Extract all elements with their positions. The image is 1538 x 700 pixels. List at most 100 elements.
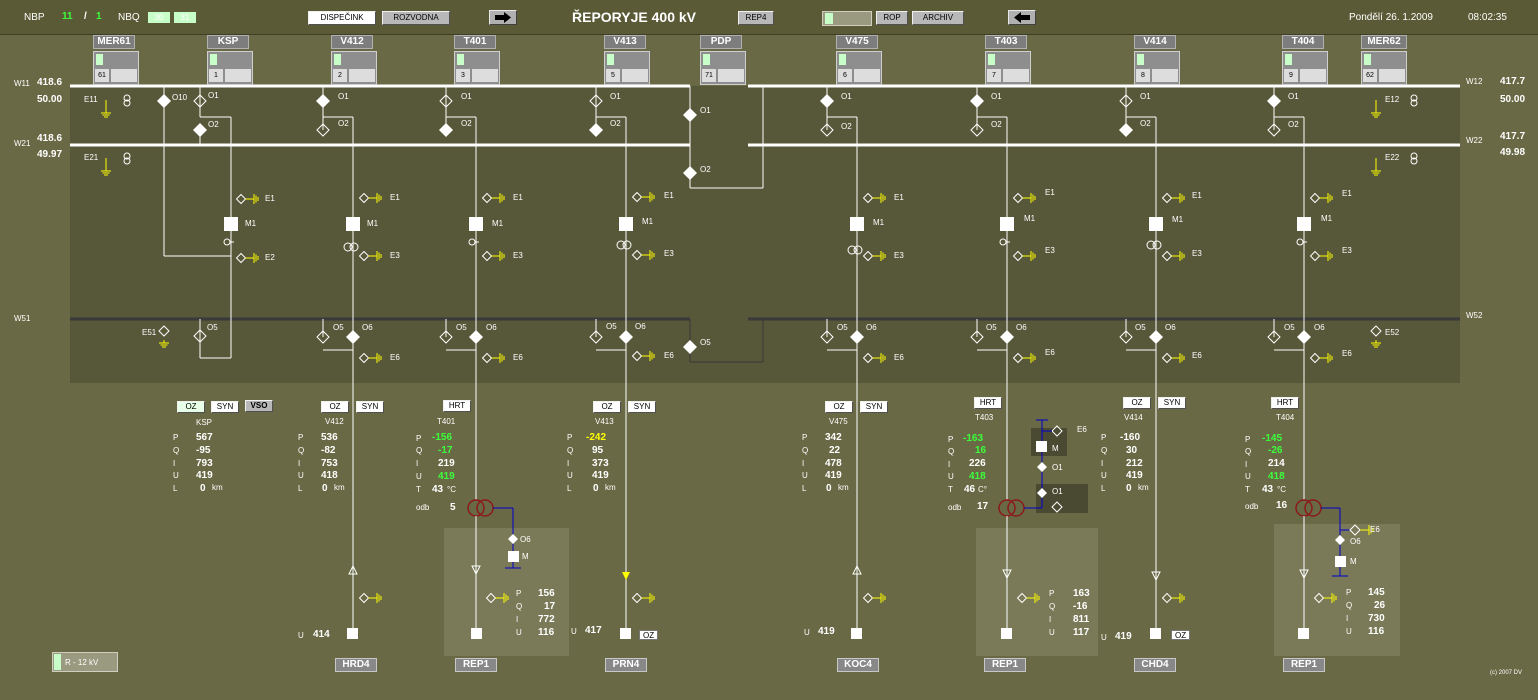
chd4-oz-tag[interactable]: OZ: [1171, 630, 1191, 640]
letter-u: U: [1245, 472, 1251, 481]
next-arrow-button[interactable]: [489, 10, 517, 25]
t403-q-value: 16: [975, 445, 987, 456]
label-v414-o6: O6: [1165, 323, 1176, 332]
t404-i-value: 214: [1268, 458, 1285, 469]
r12-status-box[interactable]: R - 12 kV: [52, 652, 118, 672]
label-v475-e6: E6: [894, 353, 904, 362]
letter-u: U: [1101, 471, 1107, 480]
prn4-oz-tag[interactable]: OZ: [639, 630, 659, 640]
panel-t404-title: T404: [1276, 413, 1295, 422]
bay-label-t404: T404: [1282, 35, 1324, 49]
bay-label-pdp: PDP: [700, 35, 742, 49]
label-v475-o1: O1: [841, 92, 852, 101]
label-t401-o6-lower: O6: [520, 535, 531, 544]
ksp-l-unit: km: [212, 483, 223, 492]
label-v414-e1: E1: [1192, 191, 1202, 200]
dispecink-button[interactable]: DISPEČINK: [308, 11, 376, 25]
feeder-hrd4[interactable]: HRD4: [335, 658, 377, 672]
v475-i-value: 478: [825, 458, 842, 469]
letter-i: I: [173, 459, 176, 468]
ksp-syn-button[interactable]: SYN: [211, 401, 239, 413]
bay-status-t403[interactable]: 7: [985, 51, 1031, 85]
busbar-w11-label: W11: [14, 79, 30, 88]
archiv-button[interactable]: ARCHIV: [912, 11, 964, 25]
label-t403-o6: O6: [1016, 323, 1027, 332]
label-v413-o2: O2: [610, 119, 621, 128]
letter-u: U: [567, 471, 573, 480]
rop-button[interactable]: ROP: [876, 11, 908, 25]
bay-status-pdp[interactable]: 71: [700, 51, 746, 85]
panel-v413-title: V413: [595, 417, 614, 426]
prn4-u-label: U: [571, 627, 577, 636]
letter-l: L: [1101, 484, 1106, 493]
letter-l: L: [802, 484, 807, 493]
v475-syn-button[interactable]: SYN: [860, 401, 888, 413]
nbp-label: NBP: [24, 12, 45, 23]
label-t404-e1: E1: [1342, 189, 1352, 198]
label-v414-o2: O2: [1140, 119, 1151, 128]
v475-oz-button[interactable]: OZ: [825, 401, 853, 413]
label-ksp-e2: E2: [265, 253, 275, 262]
label-e22: E22: [1385, 153, 1400, 162]
v475-q-value: 22: [829, 445, 841, 456]
feeder-rep1-t403[interactable]: REP1: [984, 658, 1026, 672]
label-v412-o5: O5: [333, 323, 344, 332]
prev-arrow-button[interactable]: [1008, 10, 1036, 25]
feeder-chd4[interactable]: CHD4: [1134, 658, 1176, 672]
bay-status-t401[interactable]: 3: [454, 51, 500, 85]
label-t404-o1: O1: [1288, 92, 1299, 101]
v414-syn-button[interactable]: SYN: [1158, 397, 1186, 409]
t401-u-value: 419: [438, 471, 455, 482]
v412-syn-button[interactable]: SYN: [356, 401, 384, 413]
v412-oz-button[interactable]: OZ: [321, 401, 349, 413]
bay-status-v414[interactable]: 8: [1134, 51, 1180, 85]
t403-hrt-button[interactable]: HRT: [974, 397, 1002, 409]
label-v414-e3: E3: [1192, 249, 1202, 258]
label-pdp-o2: O2: [700, 165, 711, 174]
v414-i-value: 212: [1126, 458, 1143, 469]
feeder-koc4[interactable]: KOC4: [837, 658, 879, 672]
v413-u-value: 419: [592, 470, 609, 481]
t403-p-value: -163: [963, 433, 984, 444]
letter-q: Q: [948, 447, 955, 456]
bay-status-mer61[interactable]: 61: [93, 51, 139, 85]
rozvodna-button[interactable]: ROZVODNA: [382, 11, 450, 25]
rep1-b-p: 163: [1073, 588, 1090, 599]
v414-oz-button[interactable]: OZ: [1123, 397, 1151, 409]
ksp-oz-button[interactable]: OZ: [177, 401, 205, 413]
label-v412-e6: E6: [390, 353, 400, 362]
letter-i: I: [1101, 459, 1104, 468]
rep1-b-q: -16: [1073, 601, 1088, 612]
feeder-rep1-t401[interactable]: REP1: [455, 658, 497, 672]
t401-hrt-button[interactable]: HRT: [443, 400, 471, 412]
feeder-rep1-t404[interactable]: REP1: [1283, 658, 1325, 672]
bay-label-mer61: MER61: [93, 35, 135, 49]
label-ksp-o10: O10: [172, 93, 188, 102]
ksp-vso-button[interactable]: VSO: [245, 400, 273, 412]
v412-u-value: 418: [321, 470, 338, 481]
letter-q: Q: [1245, 447, 1252, 456]
busbar-w12-voltage: 417.7: [1500, 76, 1526, 87]
letter-l: L: [173, 484, 178, 493]
feeder-prn4[interactable]: PRN4: [605, 658, 647, 672]
letter-i: I: [948, 460, 951, 469]
rep4-button[interactable]: REP4: [738, 11, 774, 25]
label-v414-o5: O5: [1135, 323, 1146, 332]
top-bar: NBP 11 / 1 NBQ 30 31 DISPEČINK ROZVODNA …: [0, 0, 1538, 35]
bay-status-t404[interactable]: 9: [1282, 51, 1328, 85]
bay-status-mer62[interactable]: 62: [1361, 51, 1407, 85]
label-t403-o1-lower: O1: [1052, 463, 1063, 472]
label-v475-o6: O6: [866, 323, 877, 332]
v413-oz-button[interactable]: OZ: [593, 401, 621, 413]
label-ksp-o5: O5: [207, 323, 218, 332]
t404-hrt-button[interactable]: HRT: [1271, 397, 1299, 409]
t401-odb-label: odb: [416, 503, 430, 512]
letter-i: I: [1049, 615, 1052, 624]
bay-status-ksp[interactable]: 1: [207, 51, 253, 85]
label-v412-e1: E1: [390, 193, 400, 202]
bay-status-v413[interactable]: 5: [604, 51, 650, 85]
bay-status-v412[interactable]: 2: [331, 51, 377, 85]
v413-syn-button[interactable]: SYN: [628, 401, 656, 413]
label-t403-o1: O1: [991, 92, 1002, 101]
bay-status-v475[interactable]: 6: [836, 51, 882, 85]
